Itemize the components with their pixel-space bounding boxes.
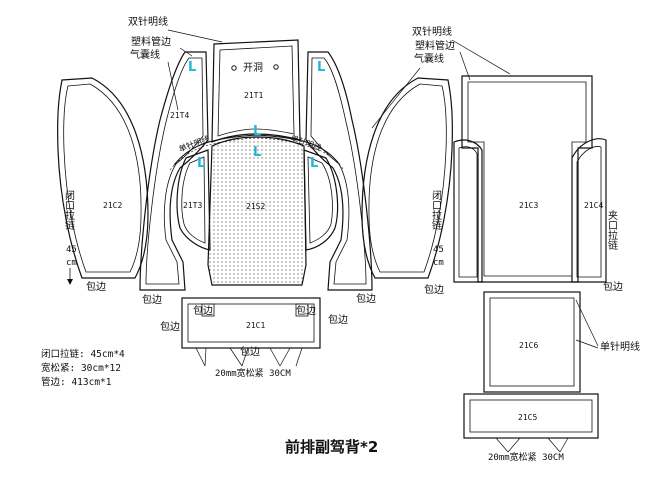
zipper-length: 45 [66,245,77,255]
right-plastic-label: 塑料管边 [415,39,455,52]
notes-block: 闭口拉链: 45cm*4 宽松紧: 30cm*12 管边: 413cm*1 [41,348,125,388]
piece-21T4-right [305,51,373,291]
label-21T3: 21T3 [183,201,202,210]
label-21T4: 21T4 [170,111,189,120]
label-21C1: 21C1 [246,321,265,330]
note-elastic: 宽松紧: 30cm*12 [41,362,121,374]
wrap-edge-4: 包边 [160,320,180,333]
zipper-label-left: 闭口拉链 45 cm [63,189,77,285]
label-21S2: 21S2 [246,202,265,211]
left-plastic-label: 塑料管边 [131,35,171,48]
label-21C5: 21C5 [518,413,537,422]
right-stitch-label: 双针明线 [412,25,452,38]
zipper-length-right: 45 [433,245,444,255]
l-marker-center-top: L [253,124,261,139]
wrap-edge-10: 包边 [603,280,623,293]
label-21C4: 21C4 [584,201,603,210]
l-marker-left-mid: L [197,156,205,171]
piece-21C4 [571,138,607,283]
note-piping: 管边: 413cm*1 [41,376,112,388]
l-marker-right-mid: L [310,156,318,171]
piece-21C2-right [361,77,453,279]
page-title: 前排副驾背*2 [285,438,378,456]
label-21C6: 21C6 [519,341,538,350]
label-21C3: 21C3 [519,201,538,210]
piece-21C2 [57,77,149,279]
wrap-edge-3: 包边 [193,304,213,317]
piece-21C1 [181,297,321,367]
label-21C2: 21C2 [103,201,122,210]
zipper-label-right: 闭口拉链 45 cm [430,189,444,268]
c6-leaders [575,299,599,349]
piece-21C3-left-strip [453,139,483,283]
wrap-edge-5: 包边 [296,304,316,317]
zipper-unit: cm [66,258,77,268]
note-zipper: 闭口拉链: 45cm*4 [41,348,125,360]
wrap-edge-9: 包边 [424,283,444,296]
piece-21C6 [483,291,581,393]
wrap-edge-1: 包边 [86,280,106,293]
right-airbag-label: 气囊线 [414,52,444,65]
right-leaders [371,39,511,129]
piece-21T3 [176,149,211,251]
piece-21T3-right [303,149,339,251]
zipper-unit-right: cm [433,258,444,268]
wrap-edge-7: 包边 [356,292,376,305]
zipper-vertical-text-right: 闭口拉链 [430,189,442,230]
elastic-c5: 20mm宽松紧 30CM [488,451,564,463]
single-stitch-c6: 单针明线 [600,340,640,353]
left-leaders [167,29,223,111]
label-21T1: 21T1 [244,91,263,100]
piece-21T4 [139,51,209,291]
wrap-edge-8: 包边 [240,345,260,358]
clip-zipper-label: 夹口拉链 [606,209,618,250]
l-marker-center: L [253,145,261,160]
l-marker-left-top: L [188,60,196,75]
opening-label: 开洞 [243,62,263,74]
wrap-edge-2: 包边 [142,293,162,306]
piece-21C5 [463,393,599,453]
left-stitch-label: 双针明线 [128,15,168,28]
wrap-edge-6: 包边 [328,313,348,326]
zipper-vertical-text: 闭口拉链 [63,189,75,230]
elastic-c1: 20mm宽松紧 30CM [215,367,291,379]
l-marker-right-top: L [317,60,325,75]
left-airbag-label: 气囊线 [130,48,160,61]
